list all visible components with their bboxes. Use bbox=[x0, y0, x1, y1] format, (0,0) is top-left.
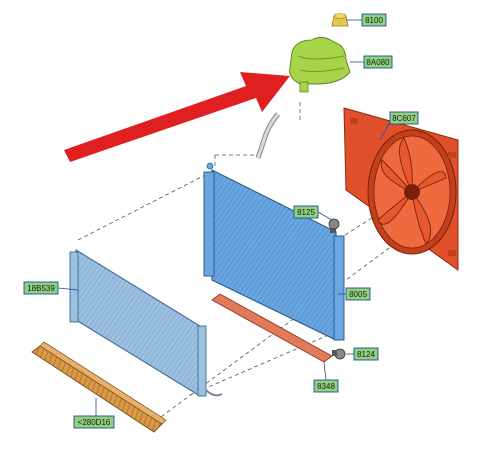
sensor-upper bbox=[328, 218, 340, 233]
callout-radiator-text: 8005 bbox=[349, 290, 367, 299]
coolant-hose bbox=[255, 112, 280, 159]
callout-sensor-lower-text: 8124 bbox=[357, 350, 375, 359]
callout-condenser[interactable]: 18B539 bbox=[23, 281, 59, 295]
callout-leaders bbox=[57, 19, 391, 416]
callout-sensor-upper[interactable]: 8125 bbox=[293, 205, 319, 219]
reservoir-cap bbox=[331, 13, 349, 27]
fan-shroud bbox=[343, 107, 459, 271]
callout-radiator[interactable]: 8005 bbox=[345, 287, 371, 301]
callout-air-deflector-text: <280D16 bbox=[78, 418, 111, 427]
air-deflector bbox=[31, 341, 167, 433]
radiator bbox=[203, 162, 345, 341]
callout-condenser-text: 18B539 bbox=[27, 284, 55, 293]
callout-sensor-lower[interactable]: 8124 bbox=[353, 347, 379, 361]
red-arrow bbox=[64, 72, 290, 162]
callout-reservoir[interactable]: 8A080 bbox=[363, 55, 393, 69]
callout-cap-text: 8100 bbox=[365, 16, 383, 25]
callout-cap[interactable]: 8100 bbox=[361, 13, 387, 27]
callout-reservoir-text: 8A080 bbox=[366, 58, 390, 67]
coolant-reservoir bbox=[289, 36, 351, 93]
sensor-lower bbox=[332, 348, 346, 360]
callout-lower-seal-text: 8348 bbox=[317, 382, 335, 391]
lower-seal bbox=[211, 293, 333, 363]
callout-lower-seal[interactable]: 8348 bbox=[313, 379, 339, 393]
callout-sensor-upper-text: 8125 bbox=[297, 208, 315, 217]
callout-air-deflector[interactable]: <280D16 bbox=[73, 415, 115, 429]
callout-fan-shroud[interactable]: 8C607 bbox=[389, 111, 419, 125]
condenser bbox=[69, 249, 223, 397]
callout-fan-shroud-text: 8C607 bbox=[392, 114, 416, 123]
